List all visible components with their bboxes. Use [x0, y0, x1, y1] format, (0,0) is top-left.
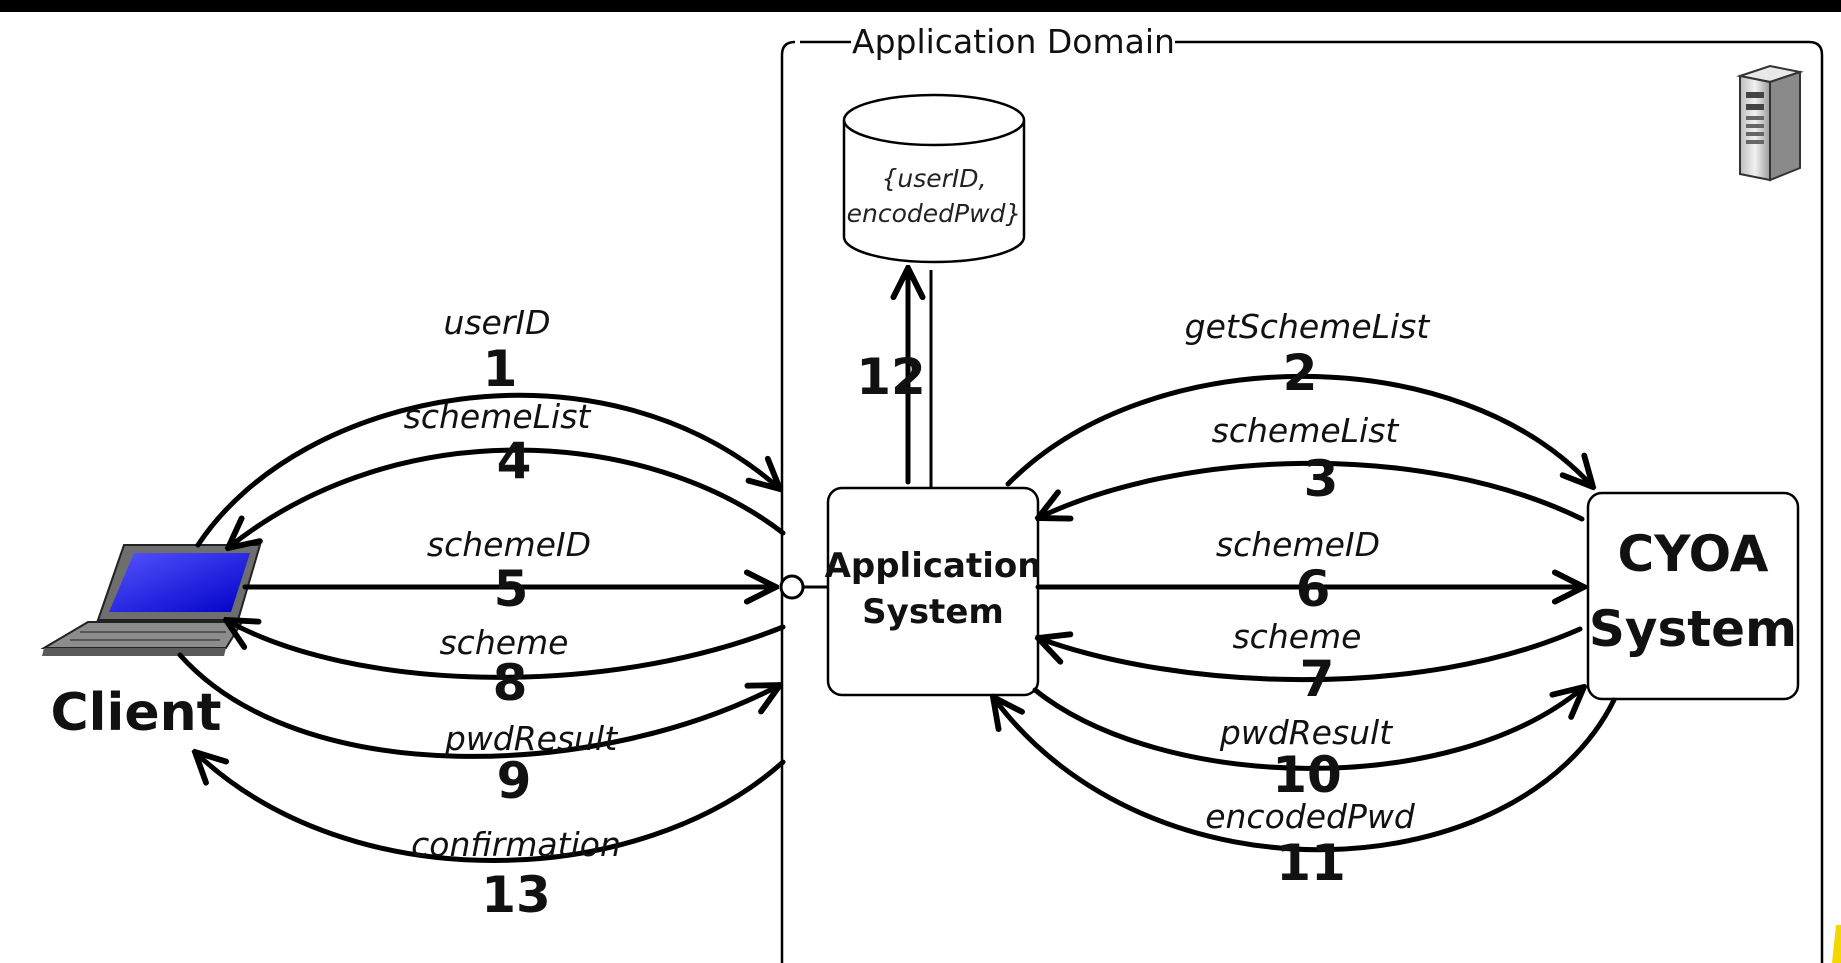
arrow-step-8 [226, 620, 786, 680]
step-number-6: 6 [1296, 560, 1331, 618]
application-system-label-line2: System [862, 592, 1004, 632]
arrow-step-9 [177, 652, 780, 759]
arrow-step-7 [1038, 626, 1583, 683]
arrow-step-13 [195, 752, 786, 863]
application-system-node: Application System [825, 486, 1042, 697]
domain-label: Application Domain [852, 22, 1175, 61]
interface-connector [779, 574, 828, 600]
step-number-7: 7 [1300, 650, 1335, 708]
message-label-3: schemeList [1212, 411, 1400, 450]
step-number-10: 10 [1272, 746, 1342, 804]
arrow-step-1 [195, 392, 780, 548]
message-label-9: pwdResult [444, 719, 618, 758]
step-number-4: 4 [497, 432, 532, 490]
server-tower-icon [1736, 64, 1804, 182]
step-number-12: 12 [856, 348, 926, 406]
step-number-13: 13 [481, 866, 551, 924]
step-number-2: 2 [1283, 344, 1318, 402]
arrow-step-2 [1005, 373, 1593, 487]
arrow-step-3 [1038, 460, 1585, 522]
cyoa-system-label-line1: CYOA [1618, 525, 1769, 583]
step-number-5: 5 [494, 560, 529, 618]
cyoa-system-node: CYOA System [1586, 491, 1800, 701]
arrow-step-4 [228, 447, 786, 548]
arrow-step-10 [1032, 687, 1584, 771]
user-database: {userID, encodedPwd} [842, 93, 1026, 264]
corner-artifact [1832, 925, 1841, 963]
client-label: Client [51, 683, 222, 743]
message-labels: userID 1 schemeList 4 schemeID 5 scheme … [404, 303, 1431, 924]
message-label-2: getSchemeList [1185, 307, 1431, 346]
application-system-label-line1: Application [825, 546, 1042, 586]
message-label-8: scheme [439, 623, 568, 662]
database-label-line2: encodedPwd} [847, 199, 1022, 228]
step-number-1: 1 [483, 340, 518, 398]
message-label-13: confirmation [411, 825, 621, 864]
arrow-step-11 [993, 697, 1617, 853]
application-domain-boundary: Application Domain [780, 22, 1824, 963]
step-number-3: 3 [1304, 450, 1339, 508]
message-label-5: schemeID [427, 525, 591, 564]
database-label-line1: {userID, [881, 164, 986, 193]
step-number-8: 8 [493, 654, 528, 712]
message-label-4: schemeList [404, 397, 592, 436]
message-label-6: schemeID [1216, 525, 1380, 564]
message-label-7: scheme [1232, 617, 1361, 656]
step-number-9: 9 [497, 752, 532, 810]
message-label-10: pwdResult [1219, 713, 1393, 752]
message-label-1: userID [443, 303, 550, 342]
cyoa-system-label-line2: System [1589, 600, 1797, 658]
step-number-11: 11 [1276, 834, 1346, 892]
message-arrows [177, 268, 1617, 863]
message-label-11: encodedPwd [1205, 797, 1416, 836]
